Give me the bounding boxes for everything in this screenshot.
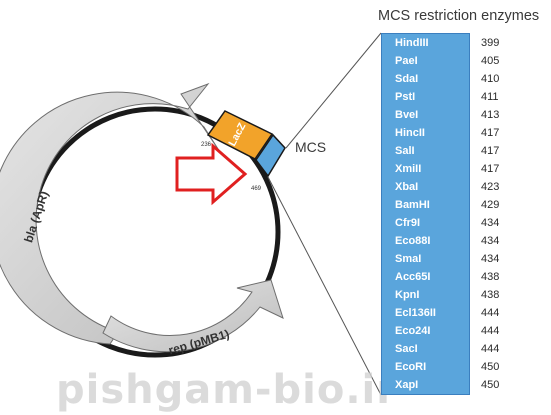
enzyme-name: SalI [395,145,415,157]
enzyme-position: 438 [481,271,500,283]
enzyme-row: Eco88I 434 [381,232,543,250]
enzyme-position: 434 [481,253,500,265]
enzyme-position: 413 [481,109,500,121]
enzyme-position: 410 [481,73,500,85]
mcs-table-title: MCS restriction enzymes [378,8,540,24]
enzyme-row: Ecl136II 444 [381,304,543,322]
watermark: pishgam-bio.ir [56,367,397,413]
enzyme-position: 450 [481,379,500,391]
enzyme-row: HindIII 399 [381,34,543,52]
enzyme-name: HincII [395,127,425,139]
enzyme-name: EcoRI [395,361,427,373]
enzyme-position: 444 [481,307,500,319]
callout-line-top [285,32,382,149]
enzyme-name: Eco24I [395,325,431,337]
enzyme-row: XapI 450 [381,376,543,394]
enzyme-row: Cfr9I 434 [381,214,543,232]
enzyme-name: PstI [395,91,416,103]
enzyme-row: XmiII 417 [381,160,543,178]
enzyme-position: 405 [481,55,500,67]
enzyme-position: 417 [481,127,500,139]
enzyme-name: SdaI [395,73,419,85]
enzyme-position: 444 [481,343,500,355]
enzyme-name: HindIII [395,37,429,49]
enzyme-row: KpnI 438 [381,286,543,304]
enzyme-name: Cfr9I [395,217,421,229]
enzyme-name: BveI [395,109,419,121]
enzyme-name: XmiII [395,163,422,175]
enzyme-row: SalI 417 [381,142,543,160]
enzyme-row: Acc65I 438 [381,268,543,286]
enzyme-position: 411 [481,91,499,103]
enzyme-row: SdaI 410 [381,70,543,88]
lacz-start-position: 236 [201,142,212,148]
enzyme-position: 399 [481,37,500,49]
bla-feature-arrow [0,82,221,345]
enzyme-row: XbaI 423 [381,178,543,196]
enzyme-row: SmaI 434 [381,250,543,268]
enzyme-name: PaeI [395,55,418,67]
enzyme-name: SmaI [395,253,422,265]
enzyme-name: KpnI [395,289,420,301]
enzyme-name-column [381,33,470,395]
enzyme-position: 450 [481,361,500,373]
enzyme-position: 429 [481,199,500,211]
enzyme-position: 423 [481,181,500,193]
lacz-segment [206,110,274,160]
enzyme-position: 417 [481,163,500,175]
enzyme-name: Acc65I [395,271,431,283]
enzyme-row: SacI 444 [381,340,543,358]
enzyme-name: BamHI [395,199,430,211]
enzyme-row: HincII 417 [381,124,543,142]
callout-line-bottom [267,176,382,396]
enzyme-name: XbaI [395,181,419,193]
enzyme-row: BamHI 429 [381,196,543,214]
lacz-end-position: 469 [251,186,262,192]
enzyme-name: Eco88I [395,235,431,247]
enzyme-position: 444 [481,325,500,337]
mcs-label: MCS [295,139,326,155]
enzyme-position: 434 [481,217,500,229]
enzyme-position: 434 [481,235,500,247]
mcs-segment [255,133,286,178]
red-pointer-arrow [175,142,248,206]
enzyme-name: SacI [395,343,418,355]
enzyme-row: Eco24I 444 [381,322,543,340]
rep-feature-arrow [102,279,284,353]
enzyme-row: PaeI 405 [381,52,543,70]
enzyme-name: XapI [395,379,419,391]
enzyme-row: BveI 413 [381,106,543,124]
enzyme-position: 417 [481,145,500,157]
enzyme-position: 438 [481,289,500,301]
enzyme-row: EcoRI 450 [381,358,543,376]
enzyme-name: Ecl136II [395,307,436,319]
enzyme-row: PstI 411 [381,88,543,106]
